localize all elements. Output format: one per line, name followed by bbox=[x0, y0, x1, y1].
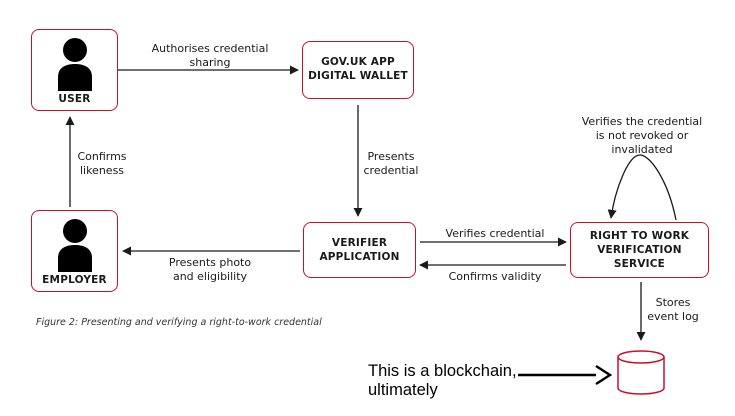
person-icon bbox=[58, 38, 92, 91]
label-stores-event-log: Stores event log bbox=[647, 296, 699, 323]
verifier-node: VERIFIER APPLICATION bbox=[303, 222, 416, 278]
database-icon bbox=[617, 350, 665, 395]
person-icon bbox=[58, 219, 92, 272]
label-verifies-not-revoked: Verifies the credential is not revoked o… bbox=[581, 115, 703, 156]
employer-node: EMPLOYER bbox=[31, 210, 118, 292]
arrow-service-self-loop bbox=[607, 154, 677, 221]
figure-caption: Figure 2: Presenting and verifying a rig… bbox=[36, 317, 322, 328]
verifier-label: VERIFIER APPLICATION bbox=[319, 237, 400, 263]
label-confirms-validity: Confirms validity bbox=[448, 270, 542, 283]
label-presents-photo: Presents photo and eligibility bbox=[168, 256, 252, 283]
service-label: RIGHT TO WORK VERIFICATION SERVICE bbox=[589, 230, 690, 270]
annotation-text: This is a blockchain, ultimately bbox=[368, 362, 517, 399]
user-label: USER bbox=[58, 93, 91, 105]
annotation-arrowhead bbox=[595, 364, 613, 386]
employer-label: EMPLOYER bbox=[42, 274, 107, 286]
label-presents-credential: Presents credential bbox=[363, 150, 419, 177]
service-node: RIGHT TO WORK VERIFICATION SERVICE bbox=[570, 222, 709, 278]
wallet-node: GOV.UK APP DIGITAL WALLET bbox=[302, 41, 414, 99]
wallet-label: GOV.UK APP DIGITAL WALLET bbox=[308, 56, 408, 82]
label-verifies-credential: Verifies credential bbox=[445, 227, 545, 240]
label-confirms-likeness: Confirms likeness bbox=[77, 150, 127, 177]
user-node: USER bbox=[31, 29, 118, 111]
label-authorises: Authorises credential sharing bbox=[151, 42, 269, 69]
